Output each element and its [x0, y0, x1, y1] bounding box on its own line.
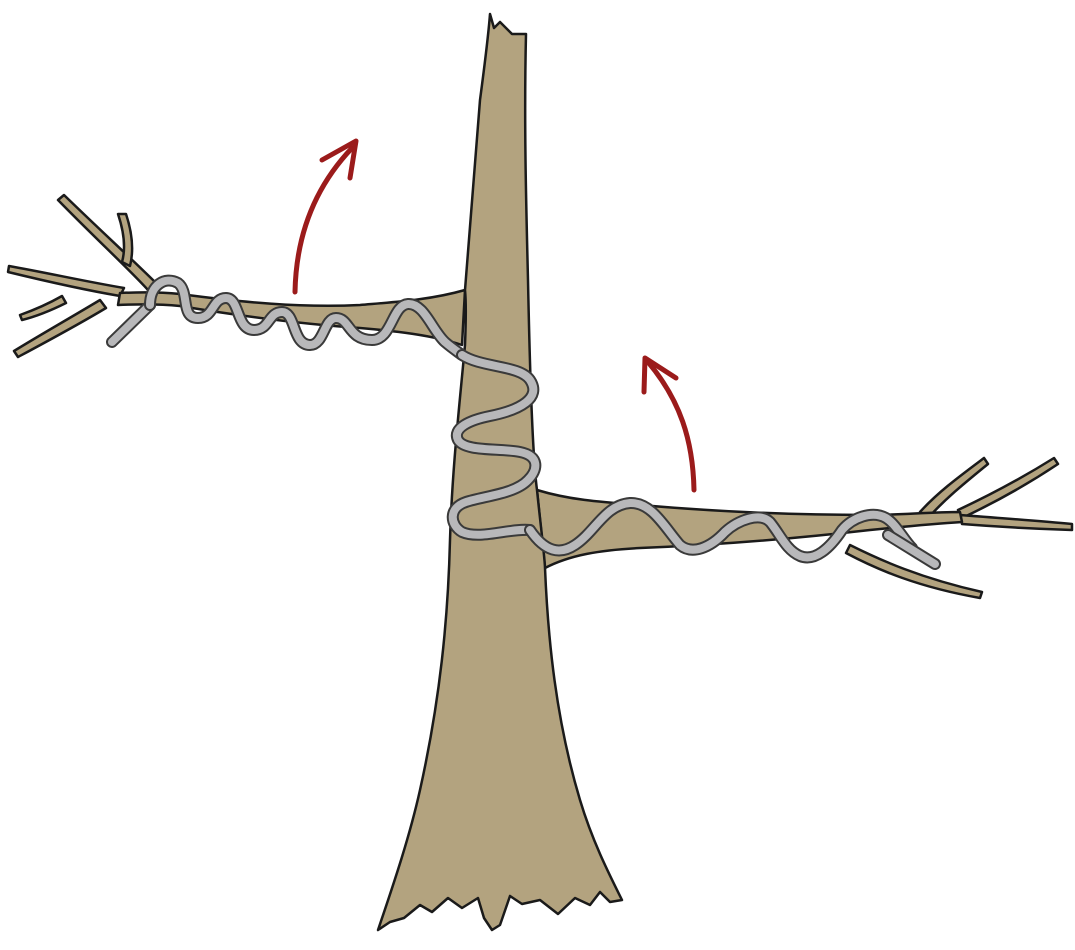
- left-twig-lower: [14, 300, 106, 357]
- left-branch-arrow: [295, 141, 356, 292]
- left-twig-middle: [8, 266, 124, 296]
- trunk: [378, 14, 622, 930]
- left-twig-upper: [58, 195, 158, 290]
- left-wire-tail: [112, 305, 150, 342]
- left-twig-small: [20, 296, 66, 320]
- right-branch-arrow: [644, 358, 694, 490]
- right-twig-middle: [960, 515, 1072, 530]
